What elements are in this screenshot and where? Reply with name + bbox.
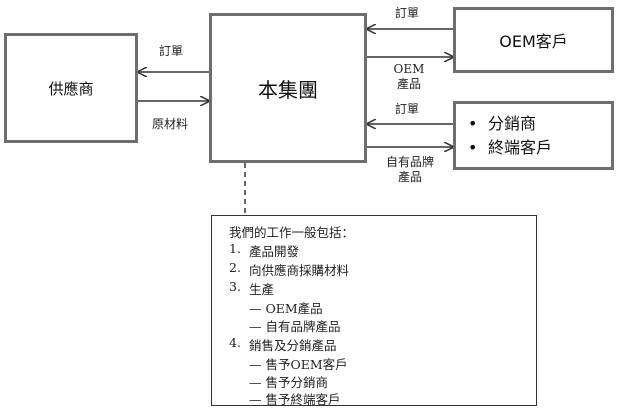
note-item-text: 銷售及分銷產品 (249, 338, 337, 353)
oem-product-label: OEM 產品 (393, 62, 425, 91)
note-subitem: — 售予OEM客戶 (249, 357, 348, 372)
notes-intro: 我們的工作一般包括： (229, 225, 355, 240)
order-to-supplier-label: 訂單 (159, 44, 184, 58)
note-subitem: — 售予終端客戶 (249, 392, 341, 407)
note-item-number: 2. (229, 260, 241, 275)
note-item-number: 4. (229, 335, 241, 350)
distribution-list: •分銷商 •終端客戶 (464, 112, 552, 160)
bullet-icon: • (468, 137, 478, 157)
list-item: •分銷商 (464, 112, 552, 136)
bullet-icon: • (468, 113, 478, 133)
note-subitem: — OEM產品 (249, 301, 323, 316)
supplier-box: 供應商 (4, 33, 138, 143)
note-item-number: 1. (229, 241, 241, 256)
supplier-label: 供應商 (48, 79, 94, 98)
own-brand-product-label: 自有品牌 產品 (385, 155, 434, 184)
note-item-text: 產品開發 (249, 244, 300, 259)
raw-material-label: 原材料 (152, 117, 189, 131)
group-box: 本集團 (209, 13, 367, 163)
note-item-number: 3. (229, 279, 241, 294)
note-subitem: — 售予分銷商 (249, 375, 328, 390)
note-subitem: — 自有品牌產品 (249, 319, 341, 334)
group-label: 本集團 (258, 77, 318, 102)
distribution-box: •分銷商 •終端客戶 (453, 101, 614, 170)
order-from-distribution-label: 訂單 (395, 102, 420, 116)
activities-note-box: 我們的工作一般包括： 1. 產品開發 2. 向供應商採購材料 3. 生產 — O… (211, 215, 537, 407)
list-item: •終端客戶 (464, 136, 552, 160)
order-from-oem-label: 訂單 (395, 6, 420, 20)
oem-customer-label: OEM客戶 (499, 32, 568, 51)
note-item-text: 向供應商採購材料 (249, 263, 350, 278)
note-item-text: 生產 (249, 282, 275, 297)
oem-customer-box: OEM客戶 (453, 7, 614, 73)
